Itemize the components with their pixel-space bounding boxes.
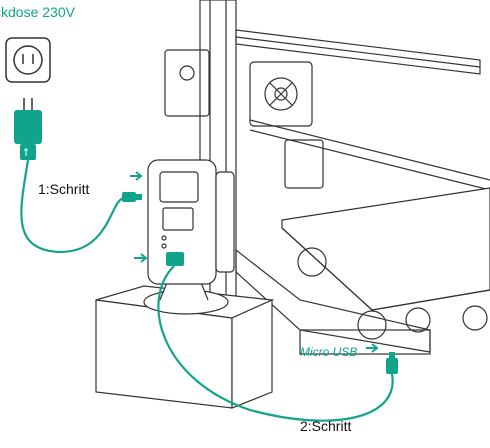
socket-label: ckdose 230V [0,4,75,20]
cable-step1 [20,159,125,254]
usb-plug-2 [386,352,398,374]
usb-plug-1 [122,192,142,202]
cable-step2 [157,265,394,422]
step2-label: 2:Schritt [300,418,352,434]
power-adapter-icon [14,98,42,160]
camera-usb-port [166,252,184,266]
micro-usb-label: Micro USB [300,345,358,359]
arrow-right-icon [366,343,379,353]
camera-module-icon [143,159,235,315]
wall-socket-icon [5,37,51,83]
arrow-right-icon [130,171,143,181]
arrow-right-icon [134,253,148,263]
step1-label: 1:Schritt [38,181,90,197]
3d-printer-icon [164,0,490,355]
